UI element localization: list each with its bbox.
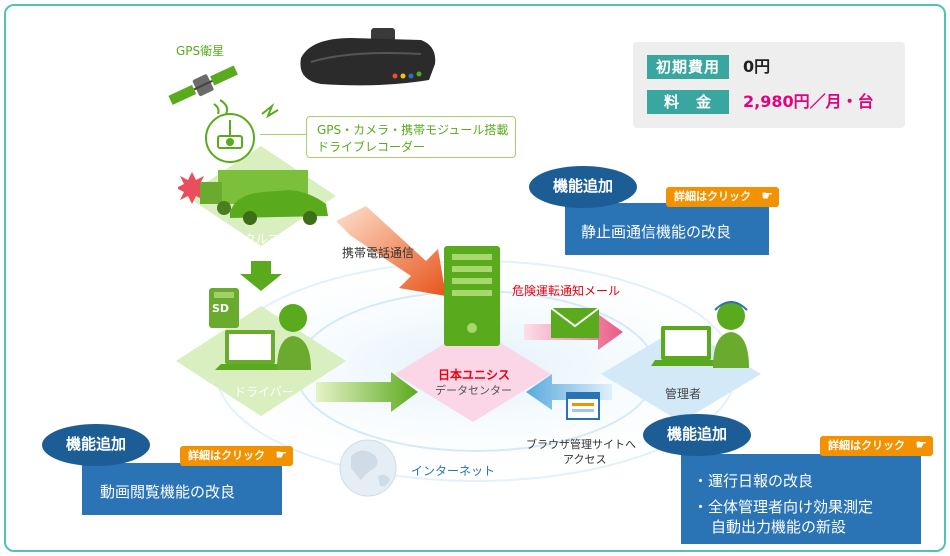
fee-label: 料 金 <box>647 90 729 114</box>
pointing-hand-icon: ☛ <box>761 189 773 204</box>
browser-line1: ブラウザ管理サイトへ <box>526 438 636 451</box>
vehicles-icon <box>178 170 328 225</box>
internet-label: インターネット <box>411 464 496 478</box>
pointing-hand-icon: ☛ <box>275 448 287 463</box>
detail-click-button-2[interactable]: 詳細はクリック ☛ <box>180 446 293 466</box>
feature-video-box[interactable]: 動画閲覧機能の改良 <box>82 463 282 515</box>
mobile-comm-arrow <box>336 206 446 296</box>
car-label: クルマ <box>244 232 280 246</box>
mail-icon <box>550 307 600 338</box>
detail-click-label-3: 詳細はクリック <box>828 439 905 452</box>
device-desc-line1: GPS・カメラ・携帯モジュール搭載 <box>317 123 509 137</box>
module-icon <box>205 102 279 163</box>
detail-click-label-1: 詳細はクリック <box>674 190 751 203</box>
danger-mail-label: 危険運転通知メール <box>512 284 621 298</box>
browser-icon <box>566 392 600 420</box>
datacenter-diamond <box>395 326 551 422</box>
driver-label: ドライバー <box>234 385 294 399</box>
satellite-icon <box>168 65 238 114</box>
pointing-hand-icon: ☛ <box>915 438 927 453</box>
manager-icon <box>651 301 749 368</box>
feature-still-image-text: 静止画通信機能の改良 <box>581 223 732 241</box>
feature-badge-1: 機能追加 <box>529 166 637 208</box>
price-box: 初期費用 0円 料 金 2,980円／月・台 <box>633 42 905 128</box>
datacenter-label: データセンター <box>435 384 512 397</box>
server-icon <box>444 246 500 346</box>
detail-click-button-3[interactable]: 詳細はクリック ☛ <box>820 436 933 456</box>
initial-cost-value: 0円 <box>743 57 771 76</box>
browser-line2: アクセス <box>563 453 607 466</box>
drive-recorder-icon <box>300 28 436 86</box>
diagram-frame: GPS衛星 GPS・カメラ・携帯モジュール搭載 ドライブレコーダー <box>4 4 946 552</box>
mobile-comm-label: 携帯電話通信 <box>342 246 415 260</box>
report-item2-text-line1: 全体管理者向け効果測定 <box>708 498 874 516</box>
detail-click-button-1[interactable]: 詳細はクリック ☛ <box>666 187 779 207</box>
driver-icon <box>209 288 311 370</box>
feature-report-item1: ・運行日報の改良 <box>693 472 814 490</box>
feature-report-box[interactable]: ・運行日報の改良 ・全体管理者向け効果測定 自動出力機能の新設 <box>681 454 921 544</box>
sd-label: SD <box>212 302 230 315</box>
manager-label: 管理者 <box>665 387 702 401</box>
feature-report-item2: ・全体管理者向け効果測定 <box>693 498 874 516</box>
datacenter-name: 日本ユニシス <box>438 368 511 382</box>
initial-cost-label: 初期費用 <box>647 55 729 79</box>
feature-badge-2: 機能追加 <box>42 424 150 466</box>
callout-line <box>260 134 306 135</box>
detail-click-label-2: 詳細はクリック <box>188 449 265 462</box>
feature-still-image-box[interactable]: 静止画通信機能の改良 <box>565 203 769 255</box>
down-arrow <box>240 261 282 291</box>
report-item2-text-line2: 自動出力機能の新設 <box>711 518 847 536</box>
gps-satellite-label: GPS衛星 <box>176 44 225 58</box>
device-desc-line2: ドライブレコーダー <box>317 140 426 154</box>
fee-value: 2,980円／月・台 <box>743 92 874 111</box>
feature-badge-3: 機能追加 <box>643 414 751 456</box>
device-desc-callout: GPS・カメラ・携帯モジュール搭載 ドライブレコーダー <box>306 116 516 158</box>
feature-video-text: 動画閲覧機能の改良 <box>100 483 236 501</box>
report-item1-text: 運行日報の改良 <box>708 472 814 490</box>
driver-to-dc-arrow <box>316 372 418 412</box>
